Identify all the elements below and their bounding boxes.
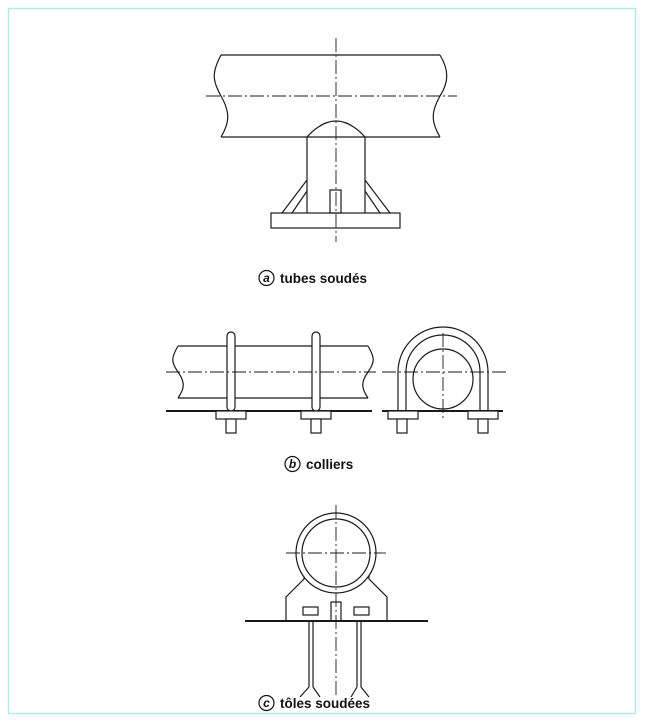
caption-text-b: colliers bbox=[306, 457, 353, 472]
gussets bbox=[281, 179, 391, 214]
figure-c-welded-plate-support bbox=[245, 505, 428, 698]
caption-a: a tubes soudés bbox=[258, 269, 367, 287]
figure-letter-badge-a bbox=[258, 269, 275, 287]
anchor-right bbox=[350, 621, 370, 698]
figure-letter-b: b bbox=[289, 457, 296, 471]
caption-b: b colliers bbox=[284, 455, 353, 473]
slot-left bbox=[302, 606, 319, 616]
figure-b-clamp-end-view bbox=[382, 326, 506, 434]
caption-c: c tôles soudées bbox=[258, 694, 370, 712]
slot-right bbox=[353, 606, 370, 616]
figure-letter-badge-c bbox=[258, 694, 275, 712]
figure-a-welded-tube-support bbox=[206, 38, 457, 242]
figure-letter-a: a bbox=[263, 271, 270, 285]
main-pipe bbox=[213, 54, 448, 138]
figure-letter-badge-b bbox=[284, 455, 301, 473]
caption-text-a: tubes soudés bbox=[280, 271, 367, 286]
frame-border bbox=[7, 7, 637, 715]
figure-b-clamp-side-view bbox=[166, 331, 376, 434]
figure-letter-c: c bbox=[263, 696, 270, 710]
caption-text-c: tôles soudées bbox=[280, 696, 370, 711]
vent-slot bbox=[329, 189, 342, 214]
u-bolt-clamp-2 bbox=[300, 331, 332, 434]
u-bolt-clamp-1 bbox=[215, 331, 247, 434]
base-plate bbox=[270, 212, 401, 229]
anchor-left bbox=[299, 621, 321, 698]
